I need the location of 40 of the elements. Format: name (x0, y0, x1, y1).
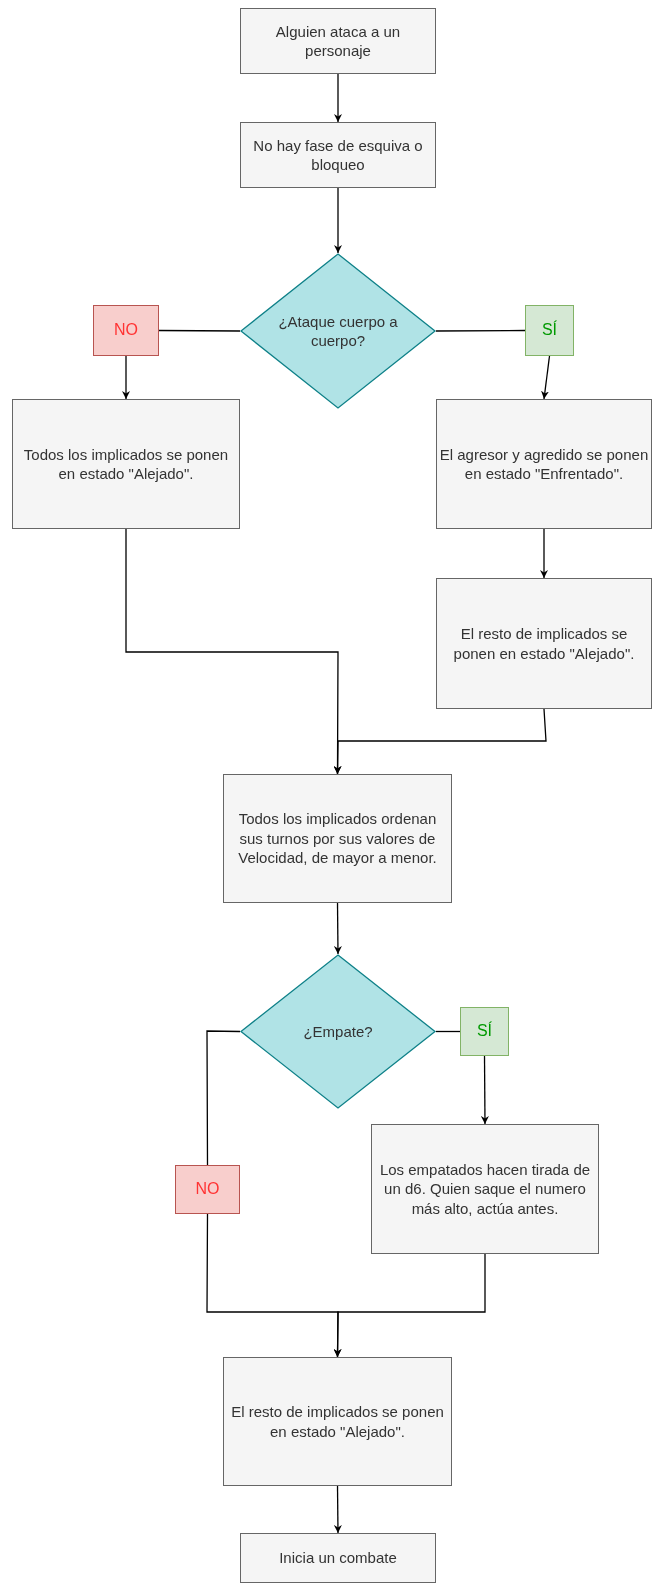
step-text: El resto de implicados se ponen en estado "Alejado". (230, 1402, 445, 1441)
process-box (436, 399, 652, 529)
process-box (240, 8, 436, 74)
answer-text: NO (195, 1179, 220, 1200)
answer-tag (175, 1165, 240, 1214)
connector-arrow (334, 187, 342, 254)
answer-tag (460, 1007, 509, 1056)
connector-arrow (541, 355, 551, 400)
answer-text: NO (114, 320, 138, 341)
question-text: ¿Empate? (303, 1021, 373, 1042)
answer-text: SÍ (541, 320, 558, 341)
answer-tag (93, 305, 159, 356)
decision-diamond (240, 253, 436, 409)
process-box (371, 1124, 599, 1254)
step-text: El resto de implicados se ponen en estado "Alejado". (452, 624, 636, 663)
process-box (240, 122, 436, 188)
process-box (240, 1533, 436, 1583)
step-text: Todos los implicados ordenan sus turnos por sus valores de Velocidad, de mayor a menor. (237, 809, 438, 868)
step-text: No hay fase de esquiva o bloqueo (252, 135, 424, 175)
connector-arrow (333, 1253, 486, 1358)
connector-arrow (480, 1055, 489, 1125)
step-text: El agresor y agredido se ponen en estado "Enfrentado". (439, 444, 649, 484)
process-box (223, 774, 452, 903)
step-text: Inicia un combate (279, 1548, 397, 1568)
answer-tag (525, 305, 574, 356)
answer-text: SÍ (476, 1021, 493, 1042)
connector-arrow (333, 708, 547, 775)
decision-diamond (240, 954, 436, 1109)
step-text: Alguien ataca a un personaje (274, 21, 402, 61)
step-text: Todos los implicados se ponen en estado "Alejado". (22, 444, 230, 484)
question-text: ¿Ataque cuerpo a cuerpo? (278, 311, 398, 351)
process-box (223, 1357, 452, 1486)
connector-arrow (540, 528, 548, 579)
connector-arrow (333, 1485, 342, 1534)
process-box (436, 578, 652, 709)
step-text: Los empatados hacen tirada de un d6. Quien saque el numero más alto, actúa antes. (378, 1159, 592, 1219)
connector-arrow (334, 73, 342, 123)
connector-arrow (122, 355, 130, 400)
connector-arrow (333, 902, 342, 955)
process-box (12, 399, 240, 529)
